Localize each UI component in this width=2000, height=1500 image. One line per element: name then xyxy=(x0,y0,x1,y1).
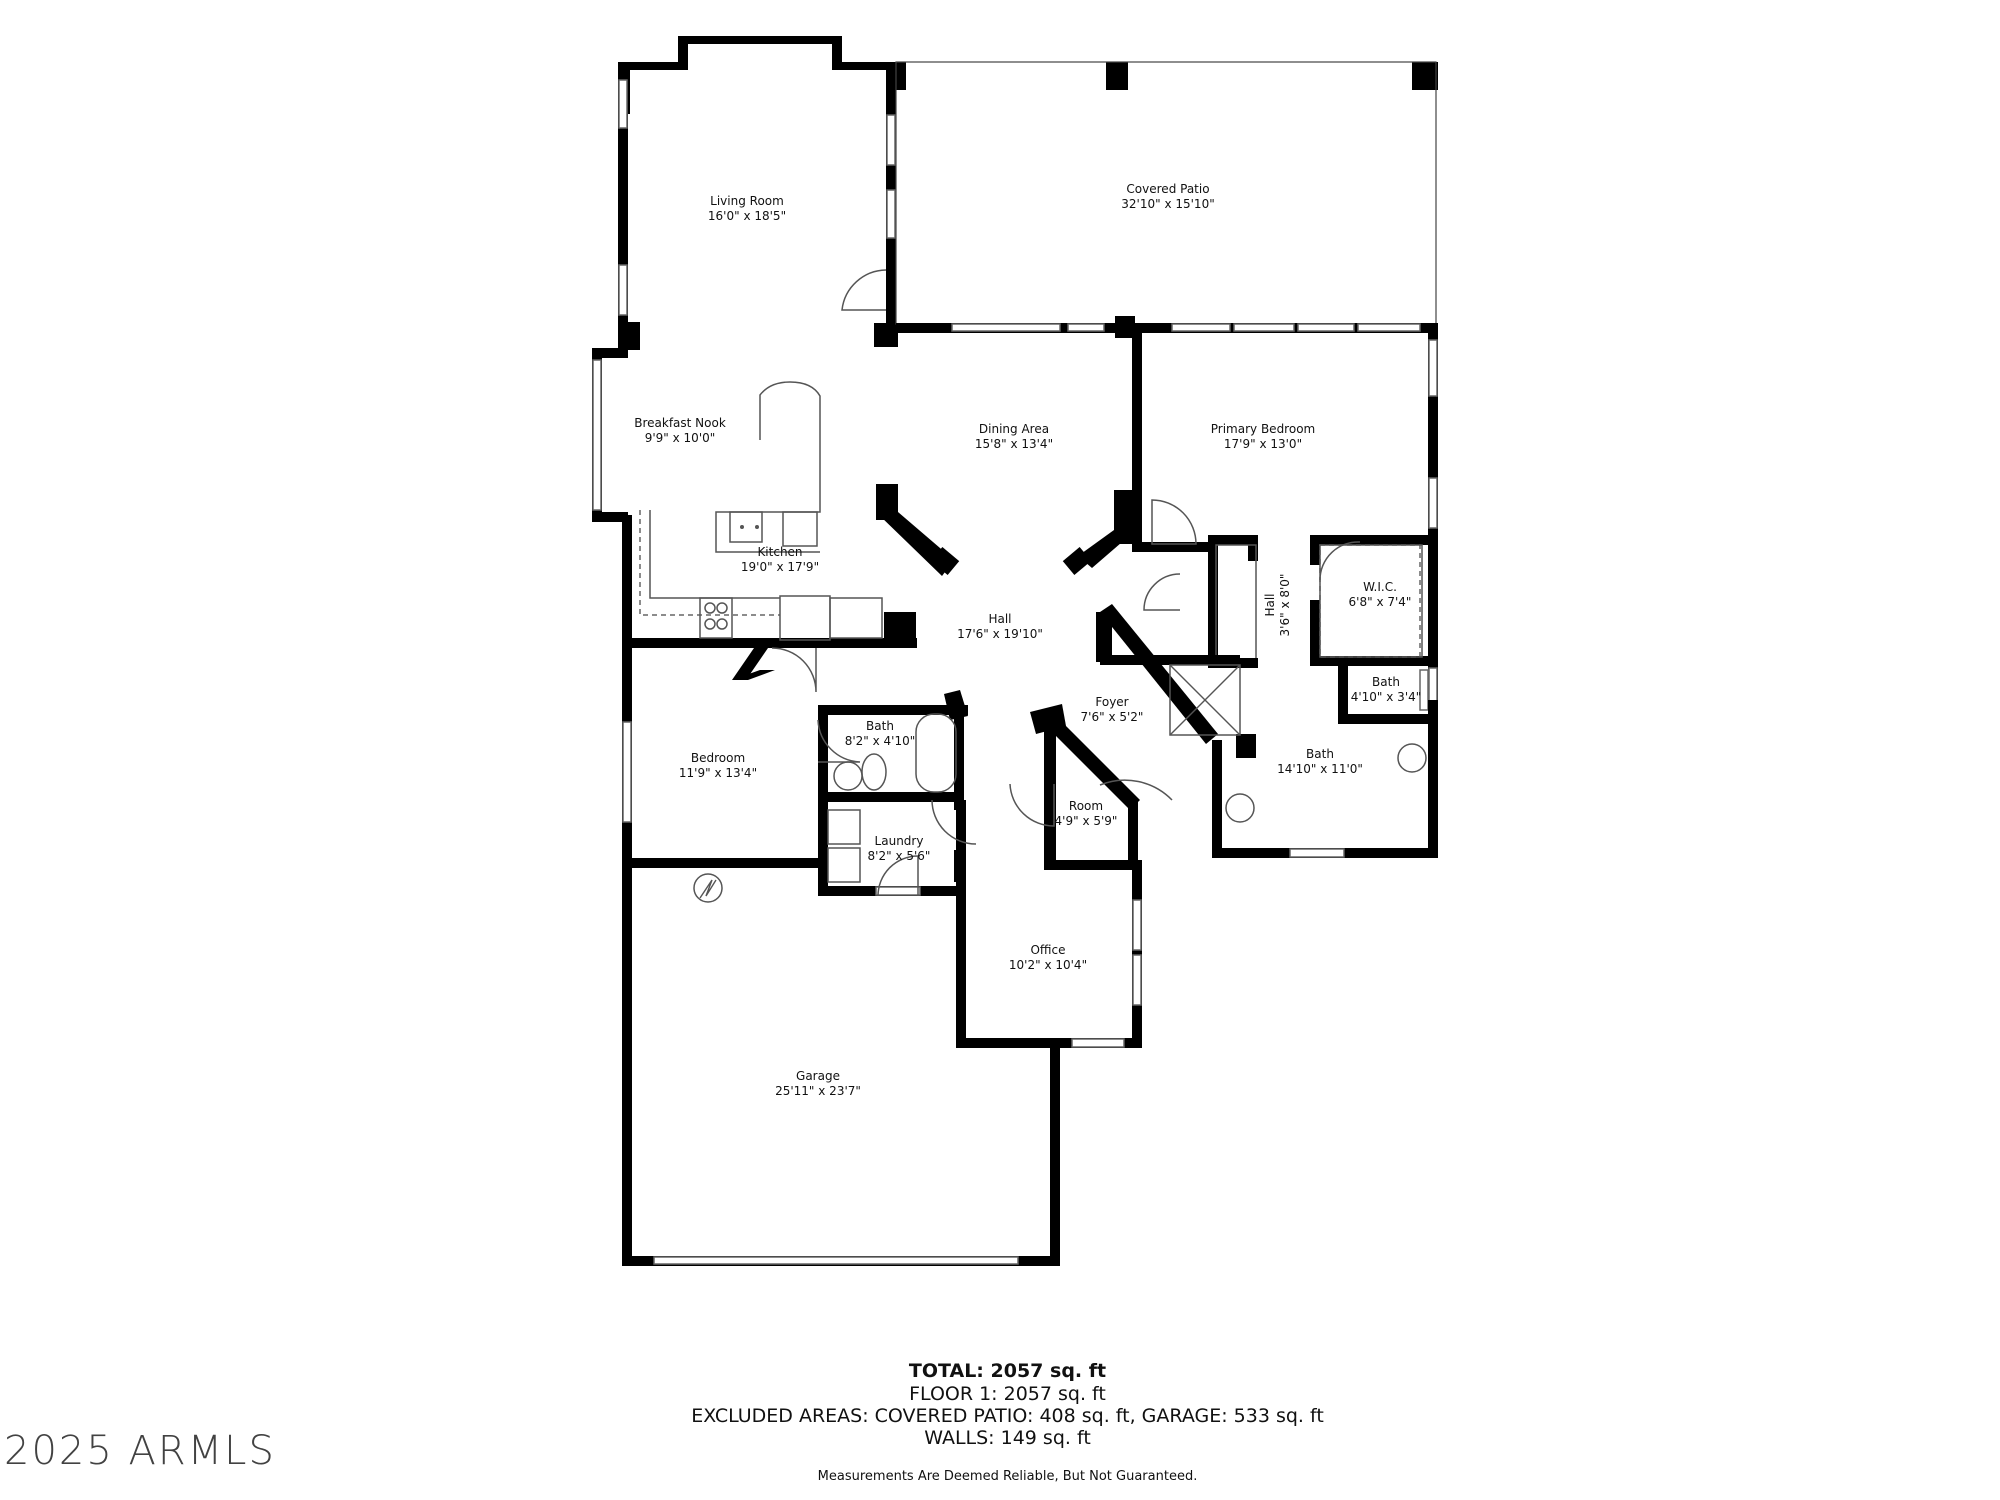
room-dimensions: 7'6" x 5'2" xyxy=(1080,710,1144,724)
room-dining-area: Dining Area 15'8" x 13'4" xyxy=(975,422,1053,452)
room-dimensions: 32'10" x 15'10" xyxy=(1121,197,1215,211)
room-dimensions: 17'6" x 19'10" xyxy=(957,627,1043,641)
room-dimensions: 25'11" x 23'7" xyxy=(775,1084,861,1098)
room-primary-bedroom: Primary Bedroom 17'9" x 13'0" xyxy=(1211,422,1315,452)
room-name: Bedroom xyxy=(690,751,746,765)
room-name: W.I.C. xyxy=(1363,580,1397,594)
room-name: Hall xyxy=(1263,593,1277,617)
room-name: Bath xyxy=(1306,747,1334,761)
room-dimensions: 8'2" x 4'10" xyxy=(844,734,916,748)
room-name: Foyer xyxy=(1095,695,1129,709)
room-name: Bath xyxy=(1372,675,1400,689)
room-hall-secondary: Hall 3'6" x 8'0" xyxy=(1263,574,1293,637)
room-name: Living Room xyxy=(710,194,784,208)
room-walk-in-closet: W.I.C. 6'8" x 7'4" xyxy=(1349,580,1412,610)
room-office: Office 10'2" x 10'4" xyxy=(1009,943,1087,973)
room-name: Bath xyxy=(866,719,894,733)
room-dimensions: 4'10" x 3'4" xyxy=(1350,690,1422,704)
room-dimensions: 11'9" x 13'4" xyxy=(678,766,758,780)
room-garage: Garage 25'11" x 23'7" xyxy=(775,1069,861,1099)
room-name: Laundry xyxy=(874,834,924,848)
room-bath-hall: Bath 8'2" x 4'10" xyxy=(845,719,916,749)
fixtures xyxy=(639,269,1427,903)
room-name: Covered Patio xyxy=(1126,182,1210,196)
room-dimensions: 15'8" x 13'4" xyxy=(974,437,1054,451)
floor-1-area: FLOOR 1: 2057 sq. ft xyxy=(909,1383,1106,1405)
room-bath-small: Bath 4'10" x 3'4" xyxy=(1351,675,1422,705)
room-dimensions: 10'2" x 10'4" xyxy=(1008,958,1088,972)
room-dimensions: 14'10" x 11'0" xyxy=(1277,762,1363,776)
room-name: Office xyxy=(1030,943,1066,957)
walls xyxy=(592,36,1438,1266)
watermark: 2025 ARMLS xyxy=(4,1428,276,1474)
room-dimensions: 3'6" x 8'0" xyxy=(1278,573,1292,637)
room-name: Kitchen xyxy=(757,545,803,559)
room-name: Breakfast Nook xyxy=(634,416,726,430)
room-breakfast-nook: Breakfast Nook 9'9" x 10'0" xyxy=(634,416,726,446)
disclaimer: Measurements Are Deemed Reliable, But No… xyxy=(817,1469,1198,1484)
room-name: Primary Bedroom xyxy=(1210,422,1316,436)
room-primary-bath: Bath 14'10" x 11'0" xyxy=(1277,747,1363,777)
room-dimensions: 16'0" x 18'5" xyxy=(707,209,787,223)
room-living-room: Living Room 16'0" x 18'5" xyxy=(708,194,786,224)
room-kitchen: Kitchen 19'0" x 17'9" xyxy=(741,545,819,575)
room-dimensions: 4'9" x 5'9" xyxy=(1054,814,1118,828)
room-name: Hall xyxy=(988,612,1012,626)
excluded-areas: EXCLUDED AREAS: COVERED PATIO: 408 sq. f… xyxy=(691,1405,1324,1427)
room-covered-patio: Covered Patio 32'10" x 15'10" xyxy=(1121,182,1214,212)
room-name: Garage xyxy=(796,1069,840,1083)
room-dimensions: 9'9" x 10'0" xyxy=(644,431,716,445)
room-name: Room xyxy=(1068,799,1104,813)
room-small-room: Room 4'9" x 5'9" xyxy=(1055,799,1118,829)
room-foyer: Foyer 7'6" x 5'2" xyxy=(1081,695,1144,725)
room-dimensions: 17'9" x 13'0" xyxy=(1223,437,1303,451)
room-dimensions: 6'8" x 7'4" xyxy=(1348,595,1412,609)
room-name: Dining Area xyxy=(978,422,1050,436)
total-area: TOTAL: 2057 sq. ft xyxy=(908,1360,1107,1382)
room-dimensions: 19'0" x 17'9" xyxy=(740,560,820,574)
room-laundry: Laundry 8'2" x 5'6" xyxy=(868,834,931,864)
room-dimensions: 8'2" x 5'6" xyxy=(867,849,931,863)
room-hall: Hall 17'6" x 19'10" xyxy=(957,612,1043,642)
walls-area: WALLS: 149 sq. ft xyxy=(924,1427,1091,1449)
room-bedroom: Bedroom 11'9" x 13'4" xyxy=(679,751,757,781)
